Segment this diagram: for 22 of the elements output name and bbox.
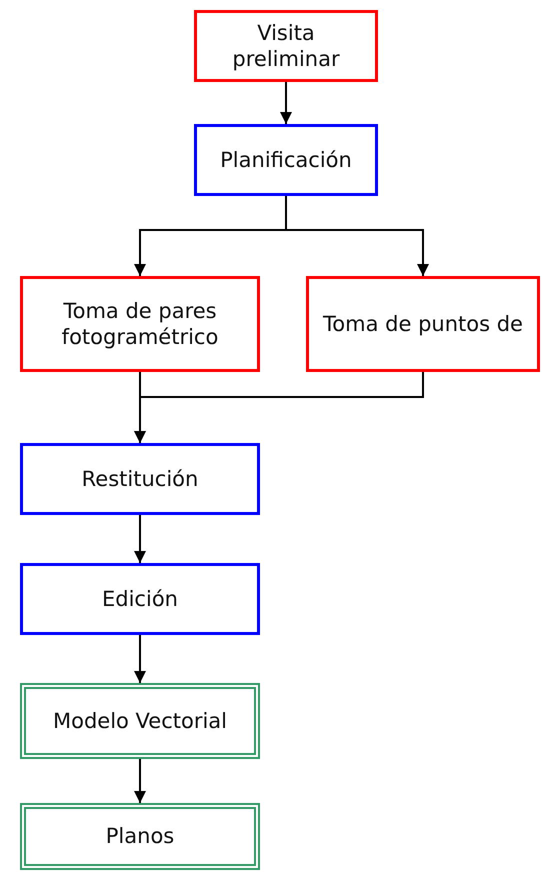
- arrow: [134, 759, 146, 803]
- process-box: [306, 276, 540, 372]
- process-box: [20, 803, 260, 870]
- process-box: [194, 124, 378, 196]
- process-box: [20, 563, 260, 635]
- arrow: [285, 196, 429, 276]
- box-label: Toma de pares fotogramétrico: [60, 298, 220, 350]
- box-label: Modelo Vectorial: [52, 708, 228, 734]
- process-box: [20, 443, 260, 515]
- arrow: [134, 635, 146, 683]
- box-label: Restitución: [82, 466, 198, 492]
- arrow: [280, 82, 292, 124]
- arrow: [134, 515, 146, 563]
- process-box: [20, 276, 260, 372]
- arrow: [134, 372, 424, 443]
- box-label: Planificación: [220, 146, 352, 174]
- box-label: Visita preliminar: [231, 20, 341, 72]
- box-label: Edición: [102, 586, 178, 612]
- process-box: [194, 10, 378, 82]
- process-box: [20, 683, 260, 759]
- box-label: Planos: [106, 823, 174, 850]
- box-label: Toma de puntos de: [323, 310, 523, 338]
